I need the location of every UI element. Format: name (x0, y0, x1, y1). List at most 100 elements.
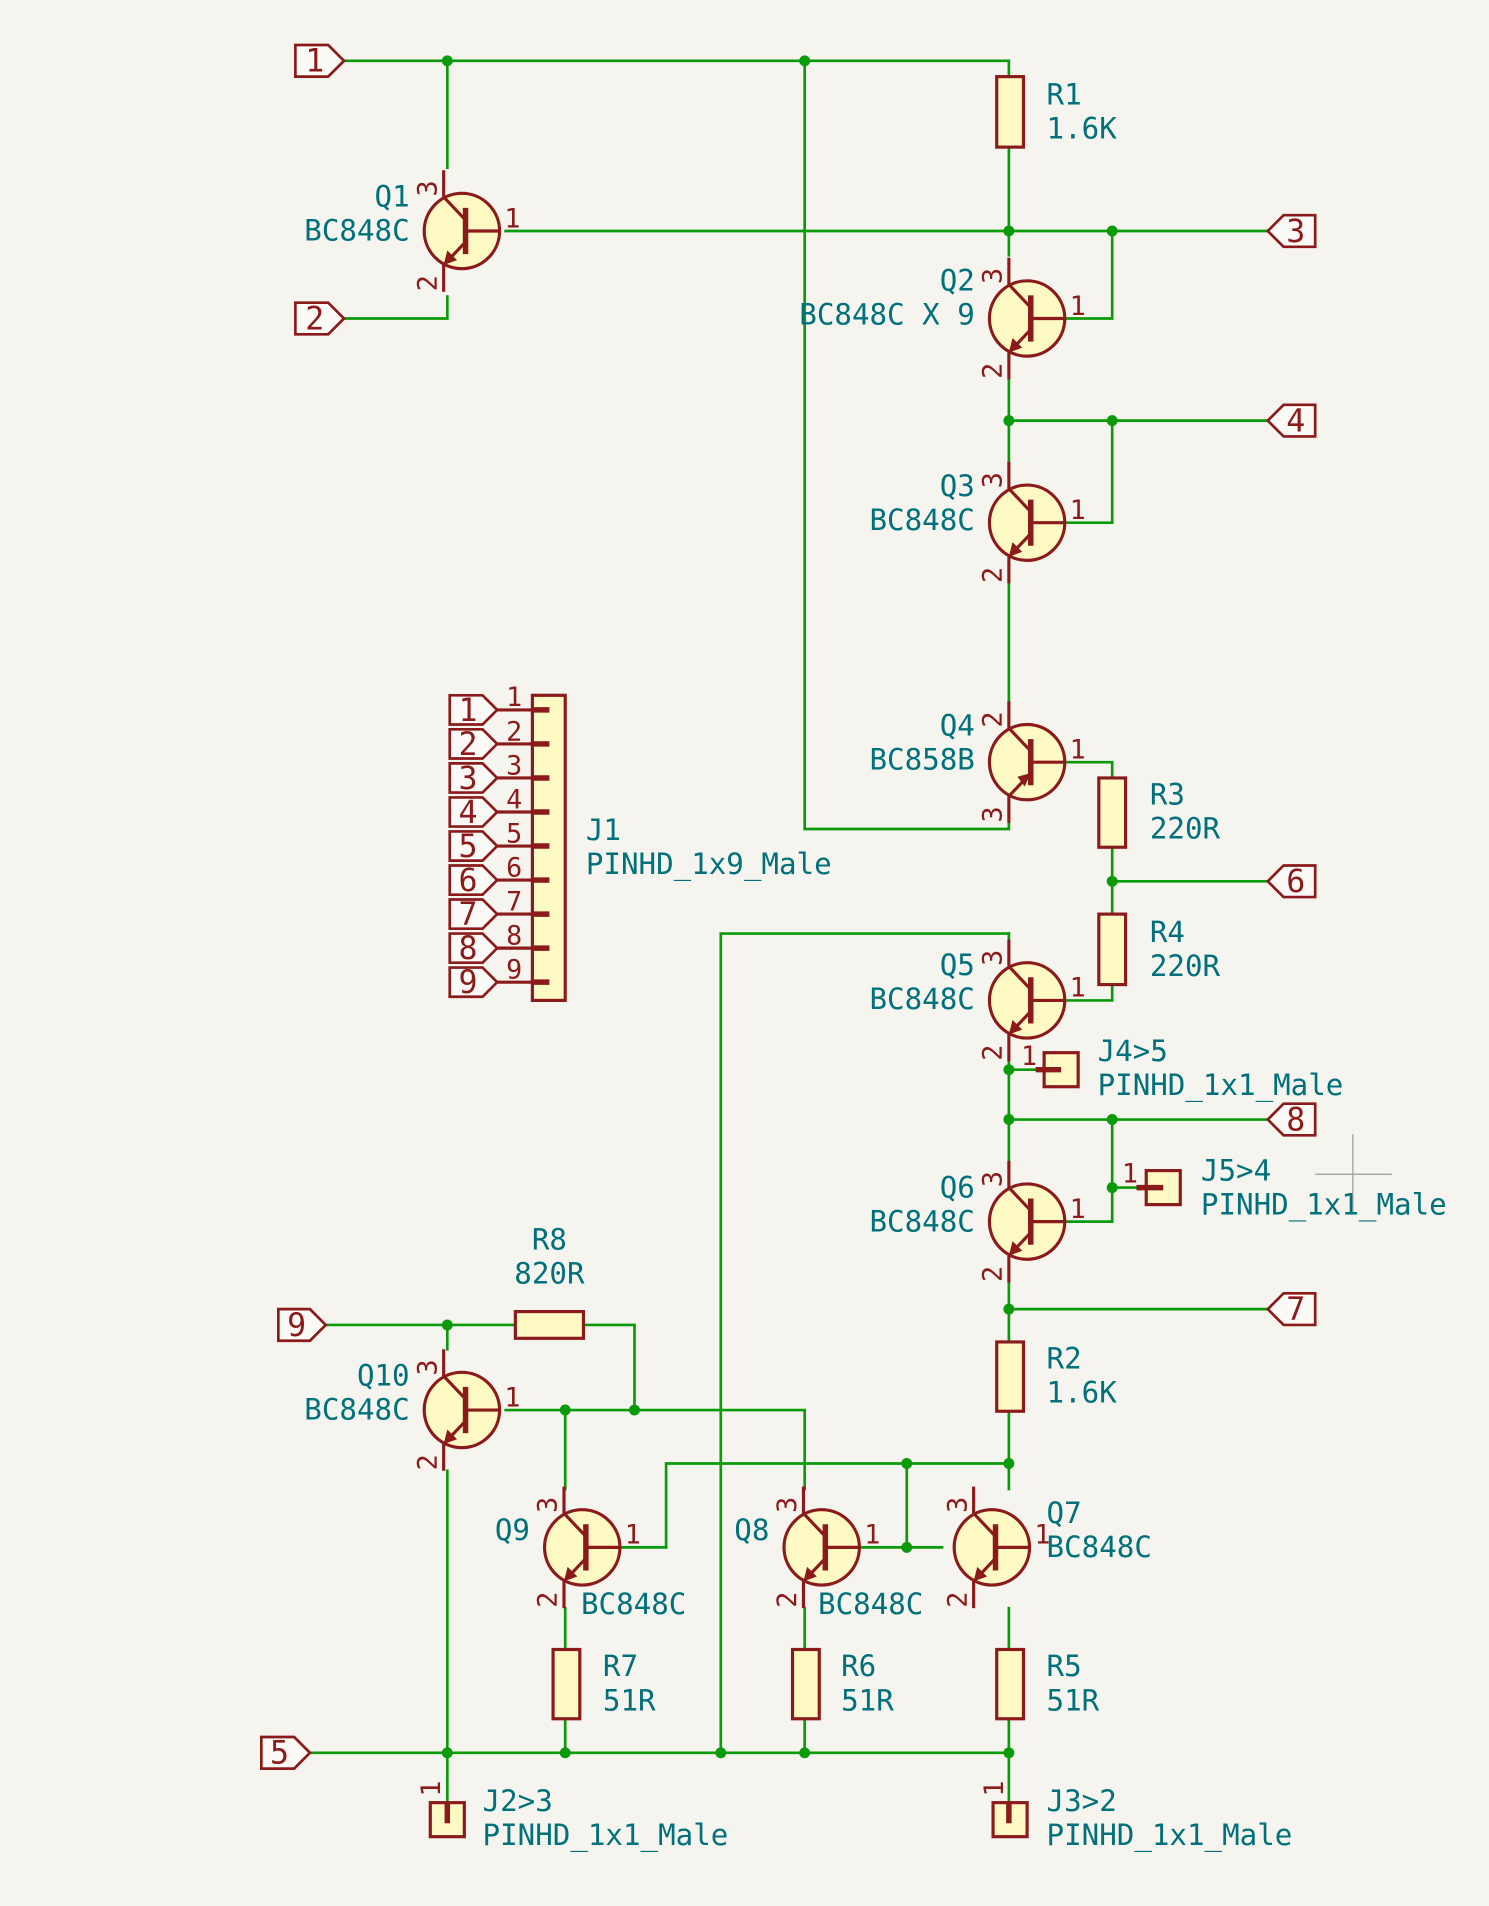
j1-pin-number-5: 5 (506, 818, 522, 849)
q4-pin-emitter: 2 (978, 712, 1009, 728)
q6-pin-base: 1 (1070, 1194, 1086, 1225)
port-8[interactable]: 8 (1265, 1102, 1317, 1138)
port-9-label: 9 (287, 1308, 306, 1344)
q4-value: BC858B (870, 742, 975, 776)
q10-value: BC848C (304, 1393, 409, 1427)
port-4[interactable]: 4 (1265, 403, 1317, 440)
j1-port-label-3: 3 (458, 761, 477, 797)
port-9[interactable]: 9 (277, 1307, 328, 1344)
resistor-r6[interactable]: R6 51R (790, 1647, 895, 1721)
resistor-r8[interactable]: R8 820R (513, 1223, 586, 1340)
port-5-label: 5 (270, 1736, 289, 1772)
q8-pin-emitter: 2 (772, 1592, 803, 1608)
j1-pin-number-8: 8 (506, 920, 522, 951)
q3-pin-emitter: 2 (978, 567, 1009, 583)
q10-pin-collector: 3 (412, 1359, 443, 1375)
connector-j5[interactable]: 1 J5>4 PINHD_1x1_Male (1122, 1153, 1447, 1222)
r2-ref: R2 (1047, 1342, 1082, 1376)
j1-port-label-1: 1 (458, 693, 477, 729)
port-3[interactable]: 3 (1265, 213, 1317, 250)
j1-value: PINHD_1x9_Male (586, 847, 832, 882)
cursor-crosshair (1315, 1134, 1392, 1212)
q10-pin-emitter: 2 (412, 1454, 443, 1470)
j2-value: PINHD_1x1_Male (483, 1818, 729, 1853)
q7-value: BC848C (1047, 1530, 1152, 1564)
q7-pin-base: 1 (1034, 1520, 1050, 1551)
j1-pin-number-4: 4 (506, 784, 522, 815)
q7-pin-emitter: 2 (942, 1592, 973, 1608)
q7-pin-collector: 3 (942, 1497, 973, 1513)
q3-ref: Q3 (940, 469, 975, 503)
port-5[interactable]: 5 (259, 1735, 312, 1772)
q2-value: BC848C X 9 (799, 298, 975, 332)
connector-j3[interactable]: 1 J3>2 PINHD_1x1_Male (979, 1780, 1293, 1853)
j2-pin: 1 (416, 1780, 447, 1796)
port-7[interactable]: 7 (1265, 1292, 1317, 1328)
j1-port-label-9: 9 (458, 965, 477, 1001)
j4-ref: J4>5 (1098, 1034, 1168, 1068)
q1-ref: Q1 (375, 180, 410, 214)
q4-pin-collector: 3 (978, 806, 1009, 822)
q5-pin-collector: 3 (978, 950, 1009, 966)
port-2-label: 2 (305, 301, 324, 337)
port-1[interactable]: 1 (294, 43, 346, 80)
j1-pin-number-6: 6 (506, 852, 522, 883)
q10-pin-base: 1 (504, 1382, 520, 1413)
resistor-r1[interactable]: R1 1.6K (995, 75, 1118, 149)
r7-value: 51R (603, 1683, 656, 1717)
port-2[interactable]: 2 (294, 301, 346, 337)
j1-port-label-4: 4 (458, 795, 477, 831)
resistor-r3[interactable]: R3 220R (1097, 776, 1221, 849)
resistor-r5[interactable]: R5 51R (995, 1647, 1100, 1721)
resistor-r7[interactable]: R7 51R (551, 1647, 656, 1721)
r2-value: 1.6K (1047, 1376, 1118, 1410)
j2-ref: J2>3 (483, 1784, 553, 1818)
q1-pin-emitter: 2 (412, 275, 443, 291)
connector-j4[interactable]: 1 J4>5 PINHD_1x1_Male (1021, 1034, 1343, 1103)
r3-ref: R3 (1150, 778, 1185, 812)
q9-pin-collector: 3 (533, 1497, 564, 1513)
resistor-r2[interactable]: R2 1.6K (995, 1340, 1118, 1413)
j1-port-label-6: 6 (458, 863, 477, 899)
r5-ref: R5 (1047, 1649, 1082, 1683)
j1-port-label-8: 8 (458, 931, 477, 967)
q1-pin-base: 1 (504, 203, 520, 234)
connector-j2[interactable]: 1 J2>3 PINHD_1x1_Male (416, 1780, 728, 1853)
q9-pin-emitter: 2 (533, 1592, 564, 1608)
q3-pin-collector: 3 (978, 472, 1009, 488)
r1-value: 1.6K (1047, 112, 1118, 146)
junctions (441, 55, 1118, 1759)
q9-value: BC848C (581, 1587, 686, 1621)
resistor-r4[interactable]: R4 220R (1097, 912, 1221, 987)
q10-ref: Q10 (357, 1359, 410, 1393)
q8-pin-collector: 3 (772, 1497, 803, 1513)
port-6[interactable]: 6 (1265, 864, 1317, 900)
r8-ref: R8 (532, 1223, 567, 1257)
j1-ref: J1 (586, 813, 621, 847)
q6-ref: Q6 (940, 1170, 975, 1204)
r4-ref: R4 (1150, 915, 1185, 949)
q4-ref: Q4 (940, 708, 975, 742)
